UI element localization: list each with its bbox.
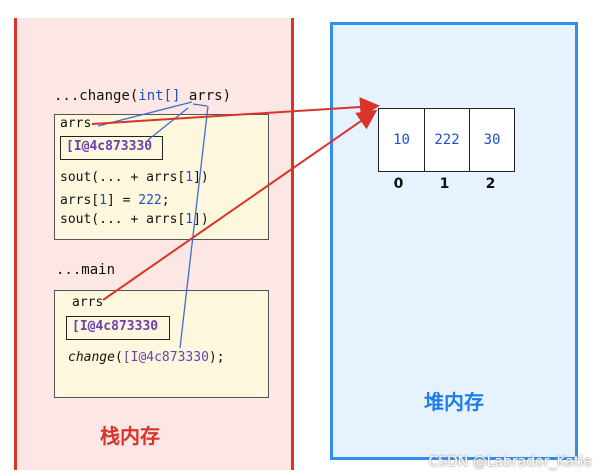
param-type: int[]: [138, 88, 181, 104]
main-frame-var: arrs: [72, 295, 104, 310]
change-frame-var: arrs: [60, 116, 92, 131]
csdn-watermark: CSDN @Labrador_Katie: [428, 454, 592, 470]
heap-memory-title: 堆内存: [424, 390, 484, 414]
main-stack-frame: [54, 290, 269, 398]
main-change-call: change([I@4c873330);: [68, 350, 225, 365]
array-index: 2: [485, 176, 496, 192]
stack-memory-title: 栈内存: [100, 424, 160, 448]
main-method-label: ...main: [56, 262, 116, 278]
array-index: 1: [439, 176, 450, 192]
change-method-signature: ...change(int[] arrs): [54, 88, 232, 104]
change-frame-ref-box: [I@4c873330: [60, 136, 163, 160]
array-cell: 10: [393, 132, 410, 148]
change-code-line-2: arrs[1] = 222;: [60, 193, 170, 208]
change-code-line-1: sout(... + arrs[1]): [60, 170, 209, 185]
array-index: 0: [393, 176, 404, 192]
array-cell: 222: [424, 109, 469, 171]
array-cell: 30: [469, 109, 514, 171]
stack-memory-panel: [14, 18, 294, 470]
main-frame-ref-box: [I@4c873330: [66, 316, 170, 340]
change-code-line-3: sout(... + arrs[1]): [60, 212, 209, 227]
heap-int-array: 10 222 30: [378, 108, 515, 172]
